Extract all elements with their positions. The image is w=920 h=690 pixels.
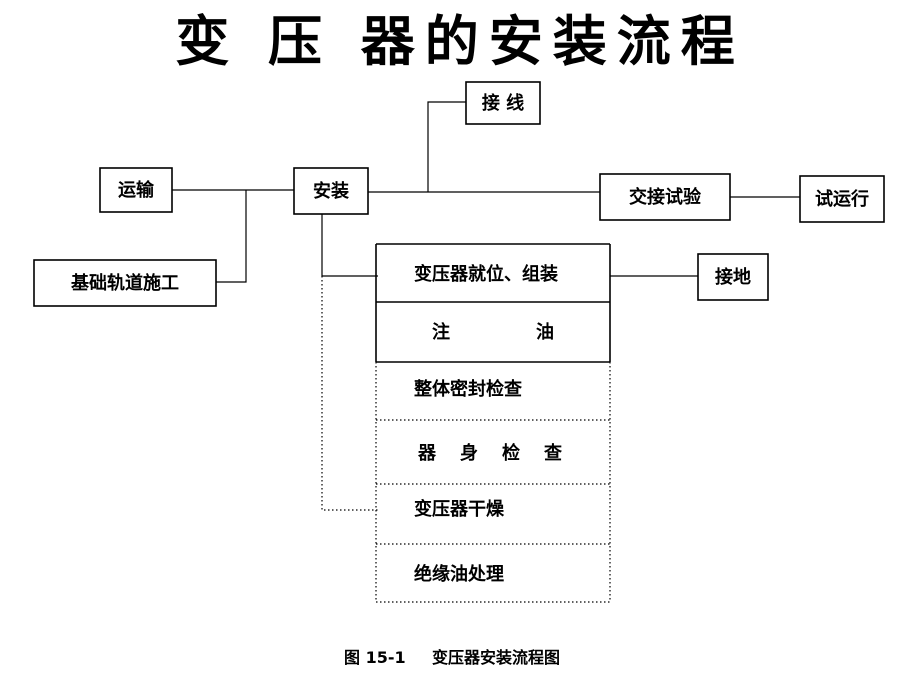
node-transport: 运输 (99, 167, 173, 213)
node-grounding: 接地 (697, 253, 769, 301)
step-oil-fill-char2: 油 (536, 321, 554, 343)
connectors (172, 101, 800, 511)
node-handover-test: 交接试验 (599, 173, 731, 221)
node-wiring: 接 线 (465, 81, 541, 125)
step-seal-check: 整体密封检查 (413, 378, 522, 400)
node-install: 安装 (293, 167, 369, 215)
node-wiring-label: 接 线 (482, 92, 524, 114)
figure-caption: 图 15-1 变压器安装流程图 (344, 648, 560, 667)
step-oil-treatment: 绝缘油处理 (414, 563, 504, 585)
node-foundation: 基础轨道施工 (33, 259, 217, 307)
caption-label: 图 15-1 (344, 648, 406, 667)
node-transport-label: 运输 (118, 179, 155, 201)
node-trial-run-label: 试运行 (815, 188, 869, 210)
connector-install-wiring (427, 101, 466, 192)
step-column: 变压器就位、组装 注 油 整体密封检查 器 身 检 查 变压器干燥 绝缘油处理 (375, 243, 611, 603)
node-grounding-label: 接地 (715, 266, 751, 288)
connector-install-steps (321, 214, 378, 277)
connector-foundation-install (216, 190, 247, 283)
connector-dotted-drying (321, 276, 378, 511)
step-core-check-char4: 查 (544, 442, 562, 464)
node-foundation-label: 基础轨道施工 (70, 272, 179, 294)
step-oil-fill-char1: 注 (432, 321, 450, 343)
step-core-check-char1: 器 (417, 443, 437, 464)
caption-text: 变压器安装流程图 (432, 648, 560, 667)
node-install-label: 安装 (313, 180, 349, 202)
page-title: 变 压 器的安装流程 (175, 9, 745, 73)
node-trial-run: 试运行 (799, 175, 885, 223)
step-drying: 变压器干燥 (414, 498, 505, 520)
step-core-check-char2: 身 (460, 442, 478, 464)
node-handover-test-label: 交接试验 (629, 186, 702, 208)
step-core-check-char3: 检 (502, 442, 520, 464)
step-assembly: 变压器就位、组装 (414, 263, 558, 285)
